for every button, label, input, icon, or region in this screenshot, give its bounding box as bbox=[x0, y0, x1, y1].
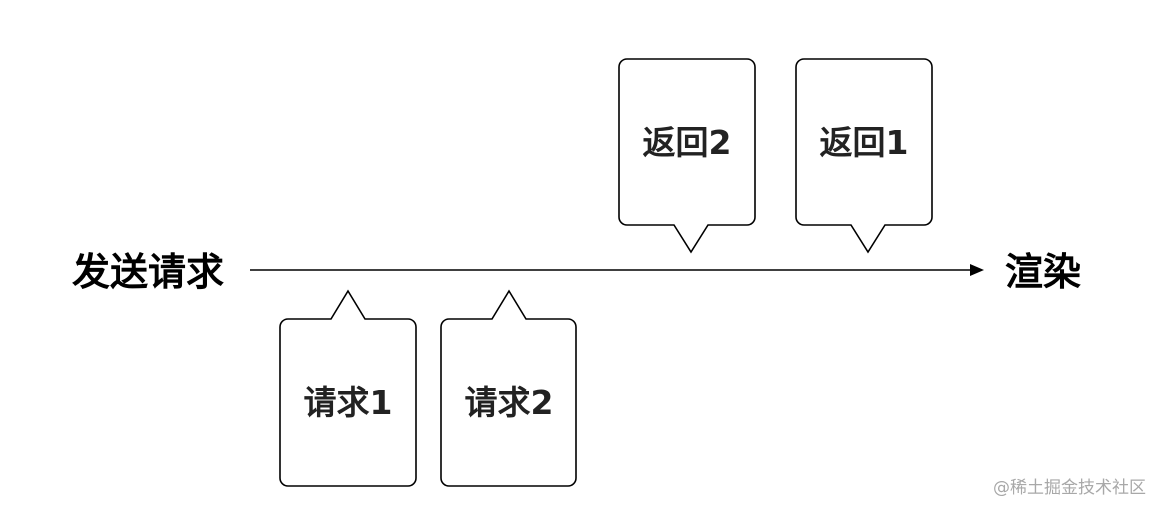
callout-request-2: 请求2 bbox=[440, 289, 577, 487]
callout-response-2-label: 返回2 bbox=[643, 123, 732, 162]
callout-request-2-shape bbox=[440, 289, 577, 487]
timeline-arrowhead bbox=[970, 264, 984, 276]
end-label: 渲染 bbox=[1005, 250, 1081, 294]
callout-request-1: 请求1 bbox=[279, 289, 417, 487]
callout-response-2: 返回2 bbox=[618, 58, 756, 254]
watermark: @稀土掘金技术社区 bbox=[993, 478, 1146, 498]
start-label: 发送请求 bbox=[72, 250, 224, 294]
callout-request-2-label: 请求2 bbox=[465, 383, 554, 422]
callout-response-1-shape bbox=[795, 58, 933, 254]
callout-response-1-label: 返回1 bbox=[820, 123, 909, 162]
callout-request-1-label: 请求1 bbox=[304, 383, 393, 422]
callout-response-2-shape bbox=[618, 58, 756, 254]
callout-request-1-shape bbox=[279, 289, 417, 487]
callout-response-1: 返回1 bbox=[795, 58, 933, 254]
